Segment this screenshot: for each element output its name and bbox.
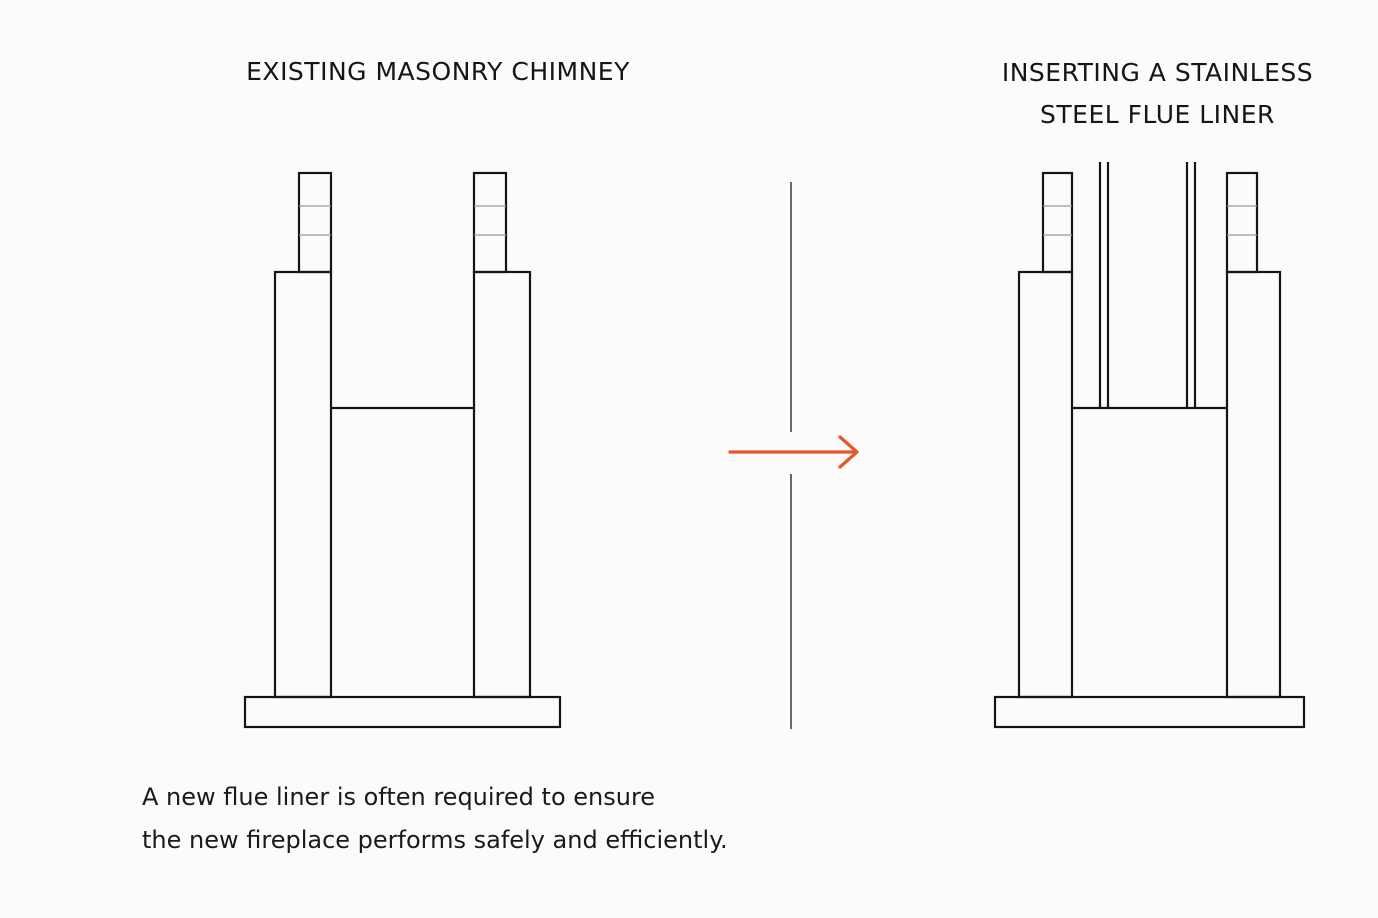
flue-liner-title: INSERTING A STAINLESS STEEL FLUE LINER: [935, 52, 1378, 136]
arrow-right-icon: [728, 435, 859, 469]
flue-liner-title-line-1: INSERTING A STAINLESS: [1001, 58, 1314, 87]
right-chimney-pot-left: [1041, 171, 1074, 274]
stainless-flue-liner: [1098, 162, 1197, 408]
flue-liner-title-line-2: STEEL FLUE LINER: [1040, 100, 1275, 129]
left-chimney-pot-left: [297, 171, 333, 274]
existing-chimney-drawing: [243, 171, 562, 729]
right-hearth-base: [993, 695, 1306, 729]
caption-line-2: the new fireplace performs safely and ef…: [142, 826, 728, 854]
right-chimney-pot-right: [1225, 171, 1259, 274]
right-chimney-wall-right: [1225, 270, 1282, 699]
left-chimney-pot-right: [472, 171, 508, 274]
caption-line-1: A new flue liner is often required to en…: [142, 783, 656, 811]
right-chimney-wall-left: [1017, 270, 1074, 699]
flue-liner-chimney-drawing: [993, 162, 1306, 729]
left-chimney-wall-left: [273, 270, 333, 699]
left-hearth-base: [243, 695, 562, 729]
existing-chimney-title: EXISTING MASONRY CHIMNEY: [246, 57, 630, 86]
left-chimney-wall-right: [472, 270, 532, 699]
diagram-caption: A new flue liner is often required to en…: [142, 776, 728, 862]
